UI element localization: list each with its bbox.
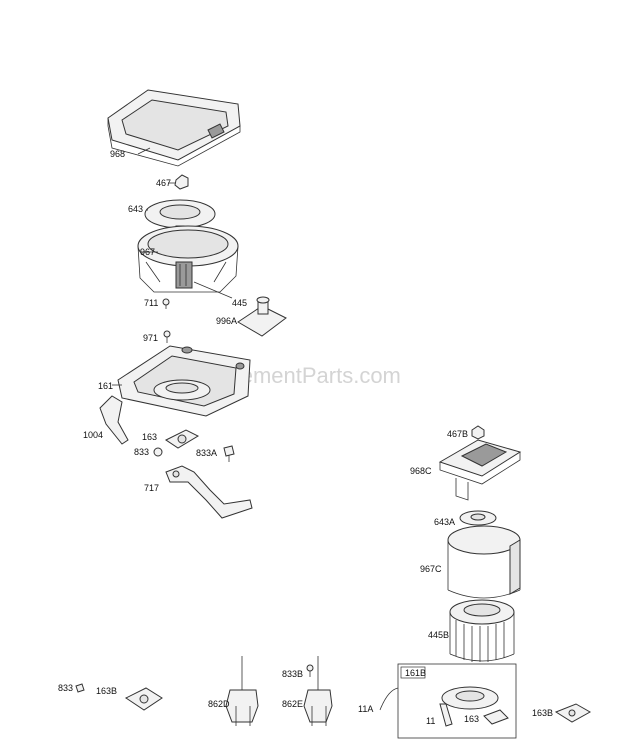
- label-467B: 467B: [447, 429, 468, 439]
- label-862E: 862E: [282, 699, 303, 709]
- part-967C-sleeve: [447, 525, 521, 599]
- label-967C: 967C: [420, 564, 442, 574]
- part-833B-screw: [306, 664, 314, 677]
- part-163B-gasket-right: [554, 703, 592, 723]
- part-862E-stud: [303, 656, 333, 726]
- part-711-screw: [162, 298, 170, 309]
- label-862D: 862D: [208, 699, 230, 709]
- label-163B-right: 163B: [532, 708, 553, 718]
- part-717-bracket: [165, 465, 253, 519]
- part-643A-retainer: [459, 510, 497, 526]
- part-971-screw: [163, 330, 171, 343]
- label-711: 711: [144, 298, 158, 308]
- label-161: 161: [98, 381, 113, 391]
- part-467-nut: [174, 174, 189, 190]
- label-467: 467: [156, 178, 171, 188]
- label-445B: 445B: [428, 630, 449, 640]
- label-967: 967: [140, 247, 155, 257]
- part-467B-nut: [471, 425, 485, 440]
- part-996A-breather: [237, 296, 287, 337]
- label-971: 971: [143, 333, 158, 343]
- part-445B-cartridge: [449, 599, 515, 662]
- inset-161B: 161B: [397, 663, 517, 739]
- label-833B: 833B: [282, 669, 303, 679]
- label-833-lower: 833: [58, 683, 73, 693]
- part-161-baseplate: [117, 345, 251, 417]
- label-163-inset: 163: [464, 714, 479, 724]
- part-862D-stud: [225, 656, 259, 726]
- label-717: 717: [144, 483, 159, 493]
- part-833A-screw: [223, 445, 235, 462]
- label-163B-left: 163B: [96, 686, 117, 696]
- part-163B-gasket-left: [125, 687, 163, 711]
- label-163: 163: [142, 432, 157, 442]
- part-968C-cover: [438, 439, 522, 501]
- part-967-base: [137, 225, 239, 293]
- label-643: 643: [128, 204, 143, 214]
- part-833-screw-lower: [75, 683, 85, 693]
- label-11: 11: [426, 716, 435, 726]
- label-968: 968: [110, 149, 125, 159]
- label-643A: 643A: [434, 517, 455, 527]
- inset-label: 161B: [405, 668, 426, 678]
- label-445: 445: [232, 298, 247, 308]
- label-968C: 968C: [410, 466, 432, 476]
- label-833: 833: [134, 447, 149, 457]
- label-11A: 11A: [358, 704, 373, 714]
- part-11A-hose: [379, 687, 399, 711]
- label-1004: 1004: [83, 430, 103, 440]
- part-833-bolt: [153, 447, 163, 457]
- part-163-gasket: [165, 429, 200, 449]
- label-833A: 833A: [196, 448, 217, 458]
- label-996A: 996A: [216, 316, 237, 326]
- part-968-cover: [107, 89, 241, 167]
- part-1004-clip: [99, 395, 129, 445]
